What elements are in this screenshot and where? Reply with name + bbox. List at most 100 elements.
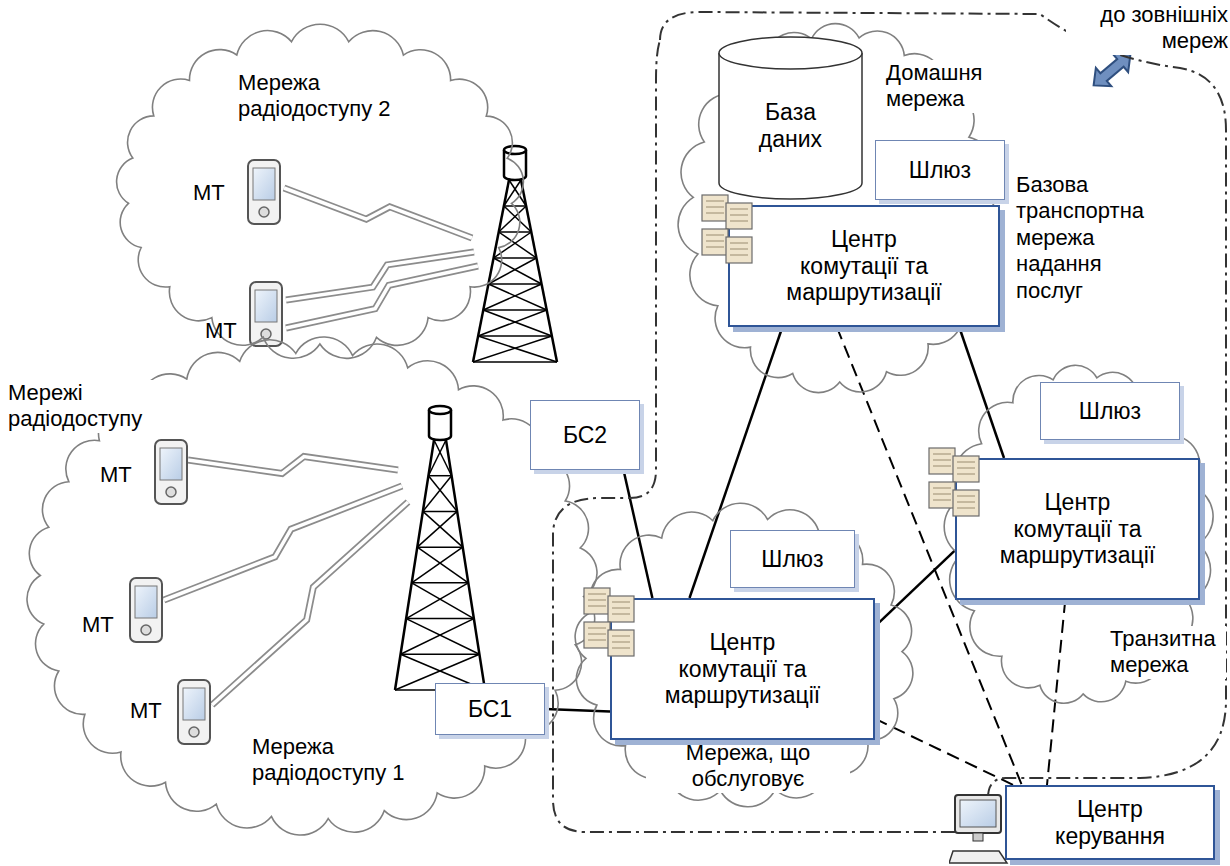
tower-brace xyxy=(423,476,452,512)
tower-rung xyxy=(401,654,480,656)
switching-center-box: Центр комутації та маршрутизації xyxy=(610,598,875,740)
tower-brace xyxy=(406,619,479,655)
tower-leg xyxy=(446,440,485,690)
external-label: до зовнішніх мереж xyxy=(1066,2,1230,55)
server-icon xyxy=(927,446,985,518)
server-slot xyxy=(612,642,630,643)
server-slot xyxy=(957,508,975,509)
radio-link xyxy=(212,502,408,705)
server-slot xyxy=(588,594,606,595)
server-slot xyxy=(612,614,630,615)
transport-link xyxy=(959,327,1004,458)
dash-dot-boundary xyxy=(553,12,1226,832)
server-slot xyxy=(730,249,748,250)
tower-brace xyxy=(478,336,557,362)
server-slot xyxy=(933,488,951,489)
radio-link xyxy=(188,457,398,474)
network-name: Транзитна мережа xyxy=(1108,626,1226,679)
radio-link-inner xyxy=(212,502,408,705)
tower-leg xyxy=(521,180,557,362)
tower-brace xyxy=(478,310,547,336)
server-slot xyxy=(706,247,724,248)
tower-brace xyxy=(499,232,537,258)
tower-leg xyxy=(473,180,509,362)
phone-screen xyxy=(160,448,182,480)
network-cloud: Мережа, що обслуговуєШлюзЦентр комутації… xyxy=(558,490,930,820)
tower xyxy=(473,146,557,362)
server-slot xyxy=(957,462,975,463)
tower-rung xyxy=(406,618,474,620)
server-slot xyxy=(612,608,630,609)
tower-brace xyxy=(488,284,546,310)
terminal-label: МТ xyxy=(193,180,225,206)
cylinder-body xyxy=(719,53,862,199)
terminal-label: МТ xyxy=(130,698,162,724)
server-slot xyxy=(588,600,606,601)
network-name: Мережа радіодоступу 2 xyxy=(236,70,420,123)
phone-body xyxy=(178,680,210,744)
node-outline xyxy=(100,12,540,372)
node-text: Центр комутації та маршрутизації xyxy=(784,226,944,307)
radio-link xyxy=(286,266,478,328)
transport-link xyxy=(545,709,610,712)
control-link xyxy=(1047,600,1065,785)
phone-icon xyxy=(155,440,187,504)
terminal-label: МТ xyxy=(205,318,237,344)
server-unit xyxy=(726,237,752,263)
server-slot xyxy=(588,606,606,607)
phone-screen xyxy=(253,168,275,200)
tower-brace xyxy=(401,619,474,655)
tower-brace xyxy=(499,206,526,232)
radio-link-inner xyxy=(188,457,398,474)
control-link xyxy=(875,719,1013,785)
network-cloud: Транзитна мережаШлюзЦентр комутації та м… xyxy=(932,348,1226,722)
node-text: БС1 xyxy=(468,696,512,723)
tower-rung xyxy=(434,439,446,441)
region-outline xyxy=(553,12,1226,832)
server-slot xyxy=(730,255,748,256)
phone-screen xyxy=(255,290,277,322)
radio-link-inner xyxy=(286,266,478,328)
server-slot xyxy=(612,602,630,603)
cloud-outline xyxy=(117,24,524,358)
gateway-box: Шлюз xyxy=(875,140,1005,200)
network-cloud: Домашня мережаБаза данихШлюзЦентр комута… xyxy=(665,8,1010,410)
tower-brace xyxy=(483,284,541,310)
cloud-outline xyxy=(575,503,913,807)
tower-rung xyxy=(423,511,457,513)
network-cloud: Мережа радіодоступу 2 xyxy=(100,12,540,372)
tower-rung xyxy=(488,283,541,285)
server-slot xyxy=(612,636,630,637)
tower-rung xyxy=(417,546,462,548)
tower-brace xyxy=(473,336,552,362)
server-unit xyxy=(584,588,610,614)
tower-rung xyxy=(499,231,532,233)
phone-icon xyxy=(250,282,282,346)
tower-brace xyxy=(406,583,468,619)
node-text: База даних xyxy=(736,99,846,153)
server-slot xyxy=(933,494,951,495)
base-station-box: БС2 xyxy=(530,400,640,470)
server-unit xyxy=(702,195,728,221)
tower-brace xyxy=(504,206,531,232)
network-name: Домашня мережа xyxy=(884,60,1008,113)
tower-brace xyxy=(494,258,542,284)
radio-link-inner xyxy=(284,188,472,238)
network-name: Мережа радіодоступу 1 xyxy=(250,734,429,787)
tower-brace xyxy=(483,310,552,336)
server-unit xyxy=(702,229,728,255)
server-slot xyxy=(706,235,724,236)
antenna-top xyxy=(429,406,451,414)
tower-brace xyxy=(417,547,468,583)
server-slot xyxy=(706,207,724,208)
terminal-label: МТ xyxy=(82,612,114,638)
phone-body xyxy=(130,578,162,642)
transport-link xyxy=(624,470,653,598)
server-unit xyxy=(608,596,634,622)
server-slot xyxy=(706,201,724,202)
tower-rung xyxy=(494,257,537,259)
tower-rung xyxy=(412,582,469,584)
server-slot xyxy=(933,466,951,467)
mobile-terminals xyxy=(130,160,282,744)
server-unit xyxy=(929,482,955,508)
